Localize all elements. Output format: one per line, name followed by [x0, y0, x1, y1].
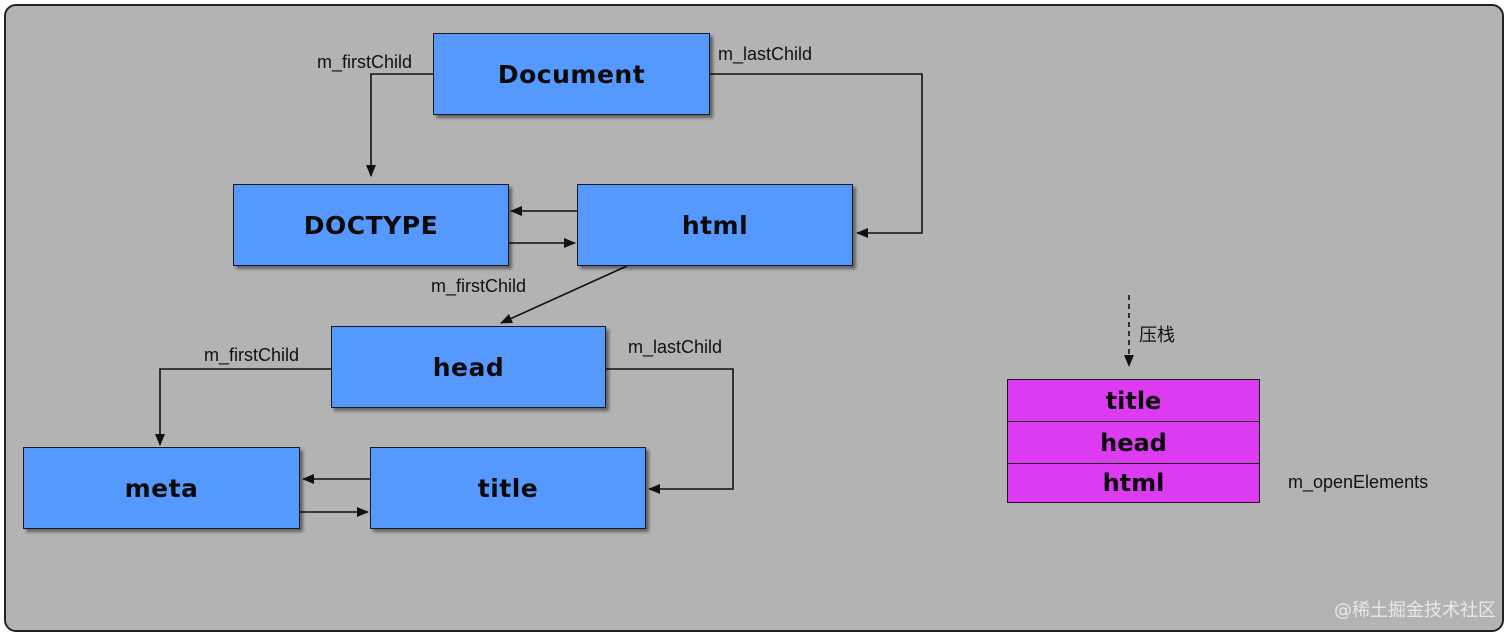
node-title: title — [370, 447, 646, 529]
watermark: @稀土掘金技术社区 — [1334, 600, 1496, 621]
edge-head-first-child — [155, 368, 331, 446]
stack-item-html: html — [1007, 463, 1260, 503]
label-open-elements: m_openElements — [1288, 472, 1429, 492]
node-html: html — [577, 184, 853, 266]
label-head-first-child: m_firstChild — [204, 345, 300, 365]
edge-document-last-child — [710, 73, 923, 238]
node-doctype: DOCTYPE — [233, 184, 509, 266]
label-html-first-child: m_firstChild — [431, 276, 527, 296]
edge-head-last-child — [606, 368, 734, 494]
label-head-last-child: m_lastChild — [628, 337, 723, 357]
stack-item-title: title — [1007, 379, 1260, 422]
label-document-last-child: m_lastChild — [718, 44, 813, 64]
label-document-first-child: m_firstChild — [317, 52, 413, 72]
node-document: Document — [433, 33, 710, 115]
edge-document-first-child — [366, 73, 433, 177]
node-meta: meta — [23, 447, 300, 529]
stack-item-head: head — [1007, 421, 1260, 464]
label-push: 压栈 — [1139, 325, 1175, 346]
node-head: head — [331, 326, 606, 408]
edge-html-first-child — [500, 265, 628, 324]
